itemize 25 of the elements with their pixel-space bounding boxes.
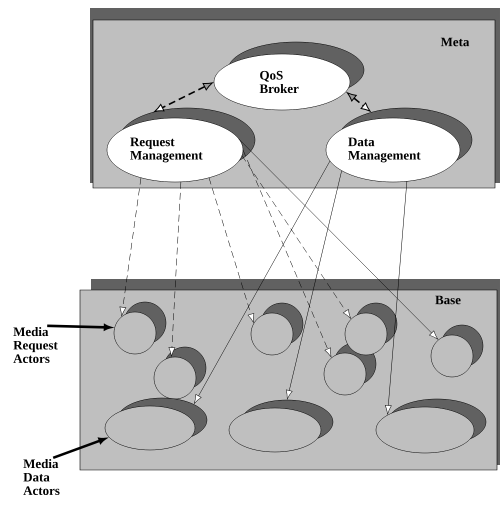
arrow (154, 82, 213, 112)
text-label: Media Data Actors (23, 459, 60, 495)
circle-shape (430, 324, 484, 378)
ellipse-node: Data Management (326, 108, 472, 182)
arrow (194, 160, 330, 404)
arrow (208, 177, 254, 323)
ellipse-shape (376, 398, 486, 454)
arrow (346, 92, 371, 112)
arrow (238, 138, 438, 340)
text-label: Media Request Actors (13, 327, 58, 363)
arrow (242, 150, 332, 358)
arrow (120, 177, 142, 316)
circle-shape (154, 346, 206, 400)
circle-shape (250, 302, 304, 356)
arrow (168, 182, 182, 356)
ellipse-shape (228, 400, 334, 452)
circle-shape (114, 302, 166, 354)
ellipse-node: QoS Broker (214, 42, 364, 110)
circle-shape (344, 302, 398, 356)
arrow (52, 438, 106, 460)
arrow (242, 155, 351, 319)
ellipse-shape (104, 398, 208, 450)
arrow (286, 170, 342, 400)
arrow (47, 324, 112, 331)
ellipse-node: Request Management (106, 108, 256, 182)
